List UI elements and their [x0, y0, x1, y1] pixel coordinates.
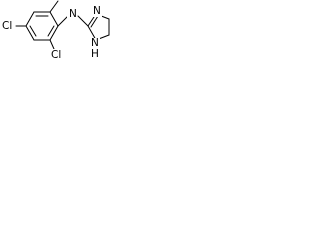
atom-labels: Cl Cl N N H N — [1, 5, 102, 61]
bond-chlorine-right — [49, 39, 55, 50]
bond-amine-to-imidazoline — [77, 15, 89, 27]
bond-ring-c4-c5 — [25, 11, 35, 27]
ring-imine-nitrogen-label: N — [93, 5, 101, 17]
bond-imidazoline-c2-n3-double — [90, 15, 99, 28]
amine-nitrogen-atom: N — [67, 8, 77, 22]
bond-ring-inner-3 — [47, 25, 55, 37]
bonds — [15, 0, 110, 50]
bond-ring-inner-2 — [29, 25, 37, 37]
bond-ring-to-amine — [57, 15, 69, 27]
bond-ring-c3-c4 — [25, 25, 35, 41]
chlorine-right-atom: Cl — [50, 49, 64, 61]
ring-nh-hydrogen-label: H — [91, 48, 99, 60]
amine-nitrogen-label: N — [69, 8, 77, 20]
chlorine-right-label: Cl — [51, 49, 61, 61]
chemical-structure: Cl Cl N N H N — [1, 0, 110, 61]
bond-ring-c6-c1 — [49, 11, 59, 27]
bond-imidazoline-c2-n1 — [87, 25, 97, 41]
chlorine-left-label: Cl — [2, 20, 12, 32]
ring-nh-nitrogen-label: N — [91, 37, 99, 49]
bond-ring-c1-c2 — [49, 25, 59, 41]
ring-nh-atom: N H — [90, 37, 100, 60]
chlorine-left-atom: Cl — [1, 20, 15, 32]
bond-methyl — [49, 0, 59, 13]
ring-imine-nitrogen-atom: N — [92, 5, 102, 17]
